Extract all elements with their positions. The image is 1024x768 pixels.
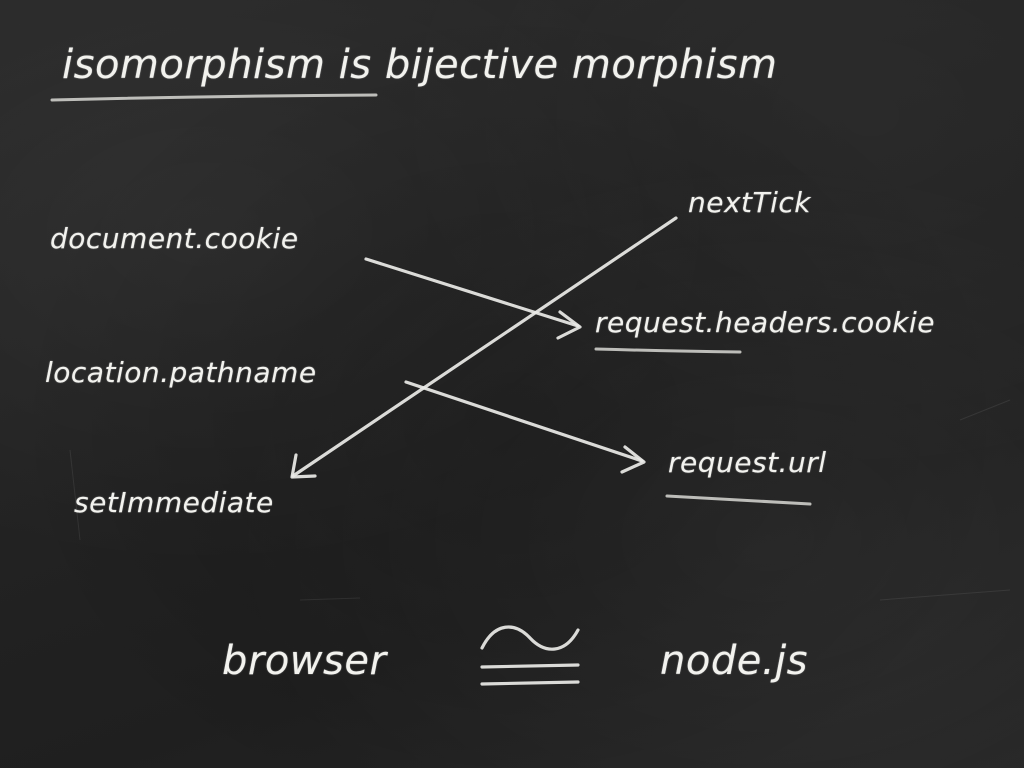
term-location-pathname: location.pathname: [45, 356, 317, 389]
congruence-tilde: [480, 625, 580, 651]
footer-nodejs: node.js: [660, 638, 808, 684]
slide-title: isomorphism is bijective morphism: [62, 42, 777, 88]
request-headers-cookie-underline: [594, 347, 742, 354]
title-text: isomorphism is bijective morphism: [62, 42, 778, 88]
congruence-bar-bottom: [480, 680, 580, 686]
scratch-mark: [879, 589, 1011, 601]
term-document-cookie: document.cookie: [50, 222, 299, 255]
arrowhead: [620, 445, 646, 474]
term-request-url: request.url: [668, 446, 827, 479]
term-setimmediate: setImmediate: [74, 486, 274, 519]
term-request-headers-cookie: request.headers.cookie: [595, 306, 935, 339]
title-underline: [50, 93, 378, 102]
arrow-nexttick-to-setimmediate: [291, 216, 678, 478]
arrowhead: [556, 310, 582, 340]
request-url-underline: [665, 494, 812, 506]
arrow-document-cookie-to-request-headers-cookie: [364, 257, 580, 328]
footer-browser: browser: [222, 638, 387, 684]
scratch-mark: [299, 597, 361, 601]
congruence-bar-top: [480, 663, 580, 669]
arrowhead: [290, 453, 317, 479]
arrow-location-pathname-to-request-url: [404, 380, 644, 463]
scratch-mark: [959, 399, 1011, 421]
term-nexttick: nextTick: [688, 186, 812, 219]
